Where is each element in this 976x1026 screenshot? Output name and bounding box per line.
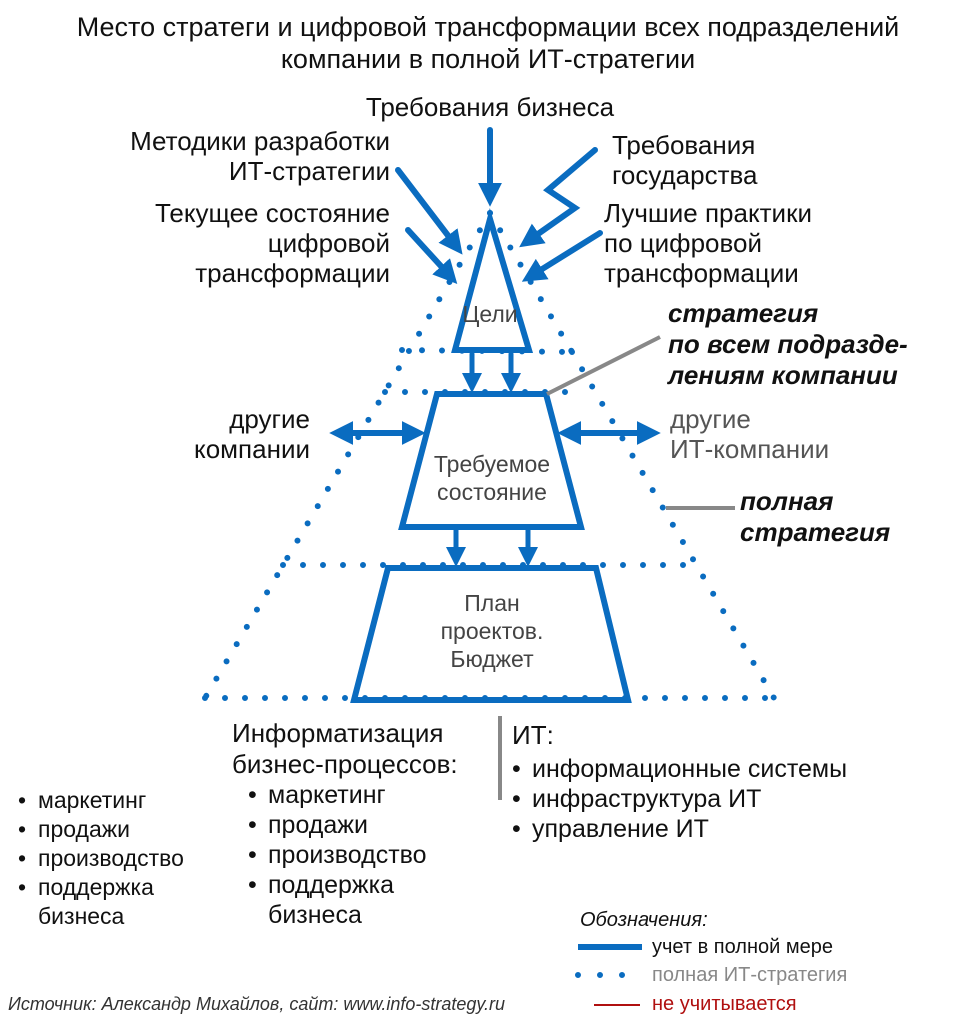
list-item: производство (248, 840, 427, 870)
list-item: инфраструктура ИТ (512, 784, 847, 814)
other-it-companies-label: другие ИТ-компании (670, 404, 830, 464)
list-item: производство (18, 844, 184, 873)
list-item: маркетинг (248, 780, 427, 810)
input-arrows (395, 127, 603, 284)
business-requirements-label: Требования бизнеса (365, 92, 615, 122)
it-header: ИТ: (512, 720, 554, 750)
methods-label: Методики разработки ИТ-стратегии (130, 126, 390, 186)
other-companies-label: другие компании (194, 404, 310, 464)
title-line-1: Место стратеги и цифровой трансформации … (76, 12, 900, 42)
callout-lines (498, 335, 735, 800)
source-credit: Источник: Александр Михайлов, сайт: www.… (8, 994, 506, 1014)
current-state-label: Текущее состояние цифровой трансформации (154, 198, 390, 288)
goals-triangle (451, 207, 534, 353)
legend-red-label: не учитывается (652, 993, 797, 1015)
required-state-trapezoid (398, 391, 585, 530)
department-strategy-callout: стратегия по всем подразде- лениям компа… (668, 298, 908, 390)
legend-solid-label: учет в полной мере (652, 936, 833, 958)
title-line-2: компании в полной ИТ-стратегии (280, 44, 696, 74)
list-item: информационные системы (512, 754, 847, 784)
list-item: маркетинг (18, 786, 184, 815)
legend-dotted-label: полная ИТ-стратегия (652, 964, 848, 986)
legend-title: Обозначения: (580, 909, 708, 931)
full-strategy-callout: полная стратегия (740, 486, 891, 547)
flow-arrows (446, 351, 538, 567)
required-state-label: Требуемое состояние (433, 451, 551, 505)
list-item: продажи (18, 815, 184, 844)
list-item: управление ИТ (512, 814, 847, 844)
government-requirements-label: Требования государства (612, 130, 758, 190)
informatization-header: Информатизация бизнес-процессов: (232, 718, 458, 779)
goals-label: Цели (462, 301, 518, 327)
plan-budget-label: План проектов. Бюджет (440, 590, 544, 672)
best-practices-label: Лучшие практики по цифровой трансформаци… (604, 198, 812, 288)
legend-samples (575, 944, 645, 1006)
plan-trapezoid (350, 565, 632, 703)
strategy-solid-shapes (350, 207, 632, 703)
it-list: информационные системы инфраструктура ИТ… (512, 754, 847, 844)
middle-business-list: маркетинг продажи производство поддержка… (248, 780, 427, 930)
list-item: продажи (248, 810, 427, 840)
left-business-list: маркетинг продажи производство поддержка… (18, 786, 184, 931)
